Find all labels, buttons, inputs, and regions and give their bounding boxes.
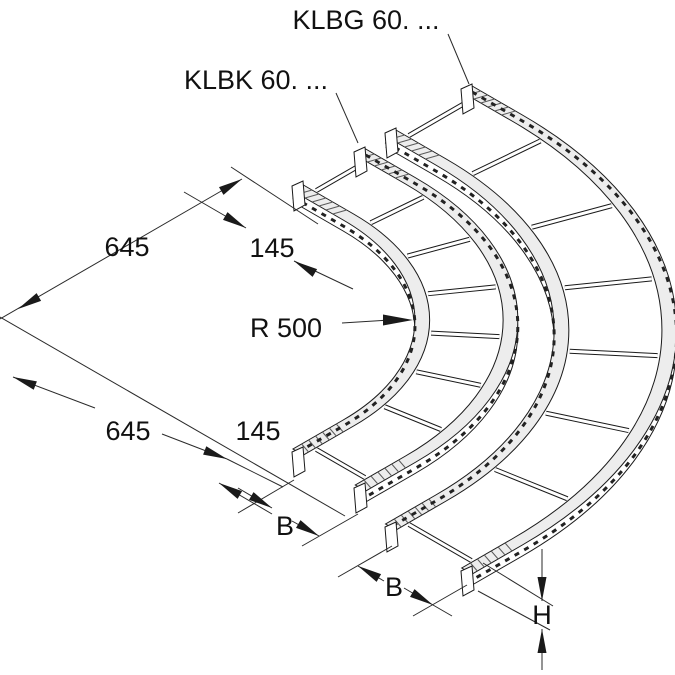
dimension-arrowheads — [13, 179, 547, 653]
klbk-outer-rail-flange — [70, 149, 662, 491]
product-label-klbg: KLBG 60. ... — [292, 5, 439, 35]
arrow-b-inner-1 — [249, 492, 272, 508]
dim-tail-145-bottom-right — [227, 459, 283, 487]
klbg-perforations-inner — [50, 142, 675, 530]
ext-line-b-outer-1 — [338, 546, 392, 577]
klbk-perforations-outer — [70, 155, 662, 497]
leader-line-klbk — [336, 93, 358, 143]
klbg-outer-rail-flange — [50, 86, 675, 574]
arrow-145-top-se — [294, 261, 318, 277]
labels: KLBG 60. ... KLBK 60. ... 645 145 R 500 … — [104, 5, 551, 630]
arrow-645-top-sw — [18, 293, 42, 309]
ext-line-b-inner-1 — [238, 480, 294, 513]
ext-line-top-end — [231, 167, 318, 224]
dim-value-b-outer: B — [385, 572, 403, 602]
arrow-b-outer-1 — [358, 566, 382, 582]
ladder-bend-klbg — [50, 83, 675, 597]
arrow-645-bottom-w — [13, 377, 37, 390]
arrow-645-top-ne — [219, 179, 242, 195]
radius-leader-line — [342, 320, 390, 323]
arrow-b-outer-2 — [410, 589, 433, 605]
arrow-h-down — [537, 577, 547, 601]
klbk-body — [70, 149, 662, 491]
arrow-145-bottom — [219, 483, 243, 499]
leader-line-klbg — [448, 34, 469, 84]
arrow-b-inner-2 — [296, 520, 319, 536]
arrow-145-top-nw — [223, 212, 246, 228]
ext-line-h-2 — [478, 591, 550, 630]
klbk-perforations-inner — [70, 197, 517, 455]
arrow-645-bottom-e — [203, 446, 227, 459]
arrow-radius — [383, 314, 413, 326]
klbg-inner-rail-flange — [50, 130, 675, 530]
ext-line-b-inner-2 — [302, 514, 358, 546]
dim-value-145-bottom: 145 — [235, 416, 280, 446]
klbk-web-edge-outer — [70, 160, 662, 502]
dim-value-645-top: 645 — [104, 232, 149, 262]
dim-value-h: H — [532, 600, 552, 630]
klbk-hatch-marks — [80, 152, 662, 488]
dim-value-145-top: 145 — [249, 233, 294, 263]
product-label-klbk: KLBK 60. ... — [184, 65, 328, 95]
dim-value-b-inner: B — [276, 511, 294, 541]
dim-value-645-bottom: 645 — [105, 416, 150, 446]
klbg-body — [50, 86, 675, 574]
dim-value-radius: R 500 — [250, 313, 322, 343]
ext-line-long-bottom — [0, 317, 345, 516]
ext-line-b-outer-2 — [413, 585, 467, 616]
ladder-bend-klbk — [70, 146, 662, 514]
arrow-h-up — [537, 629, 547, 653]
dim-tail-b-outer-3 — [433, 605, 452, 616]
ext-line-h-1 — [483, 563, 553, 606]
